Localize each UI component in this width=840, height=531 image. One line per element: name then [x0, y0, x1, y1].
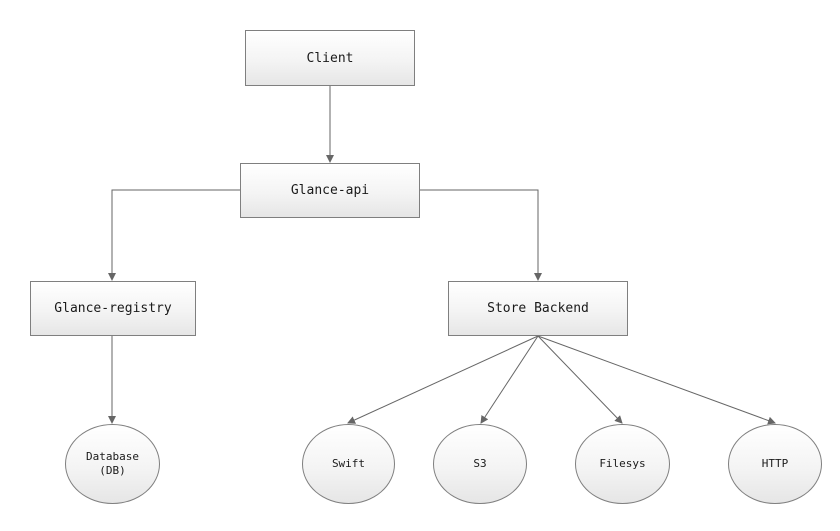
edge-store-to-swift — [347, 335, 539, 424]
glance-api-node: Glance-api — [240, 163, 420, 218]
edge-store-to-http — [537, 335, 776, 425]
database-node: Database (DB) — [65, 424, 160, 504]
edge-store-to-s3 — [480, 335, 539, 424]
http-node: HTTP — [728, 424, 822, 504]
edge-api-to-store — [420, 189, 542, 281]
s3-node: S3 — [433, 424, 527, 504]
glance-registry-node: Glance-registry — [30, 281, 196, 336]
edge-api-to-registry — [108, 189, 240, 281]
store-backend-node: Store Backend — [448, 281, 628, 336]
edge-store-to-filesys — [537, 335, 623, 424]
swift-node: Swift — [302, 424, 395, 504]
filesys-node: Filesys — [575, 424, 670, 504]
client-node: Client — [245, 30, 415, 86]
